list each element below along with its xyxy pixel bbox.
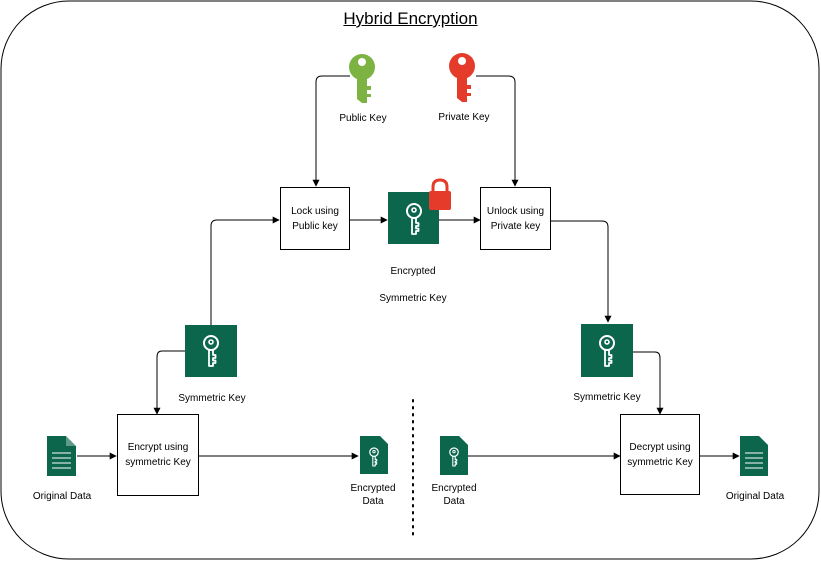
label-line: Data (443, 496, 465, 507)
box-line: Encrypt using (127, 442, 189, 453)
lock-icon (429, 178, 451, 210)
encrypted-document-icon-left (360, 436, 388, 474)
symmetric-key-icon-left (185, 325, 237, 377)
label-line: Encrypted (350, 483, 396, 494)
label-line: Encrypted (431, 483, 477, 494)
encrypted-data-label-left: Encrypted Data (338, 482, 408, 508)
label-line: Encrypted (390, 266, 436, 277)
decrypt-using-symmetric-key-box: Decrypt using symmetric Key (620, 414, 700, 495)
document-icon-original-right (740, 436, 768, 476)
symmetric-key-label-right: Symmetric Key (573, 392, 641, 403)
box-line: Public key (292, 220, 338, 232)
original-data-label-right: Original Data (725, 491, 785, 502)
box-line: symmetric Key (627, 456, 693, 468)
label-line: Symmetric Key (379, 293, 447, 304)
public-key-label: Public Key (339, 113, 387, 124)
diagram-title: Hybrid Encryption (343, 9, 478, 28)
box-line: Lock using (291, 205, 339, 217)
symmetric-key-label-left: Symmetric Key (178, 393, 246, 404)
public-key-icon (349, 54, 375, 103)
encrypted-symmetric-key-label: Encrypted Symmetric Key (363, 258, 463, 312)
encrypted-document-icon-right (440, 436, 468, 475)
box-line: Decrypt using (629, 441, 691, 453)
symmetric-key-icon-right (581, 324, 633, 377)
private-key-label: Private Key (438, 112, 490, 123)
private-key-icon (449, 53, 475, 102)
original-data-label-left: Original Data (32, 491, 92, 502)
box-line: symmetric Key (125, 457, 191, 468)
encrypted-data-label-right: Encrypted Data (419, 482, 489, 508)
box-line: Unlock using (486, 205, 545, 217)
connectors (77, 75, 740, 460)
label-line: Data (362, 496, 384, 507)
document-icon-original-left (47, 436, 76, 476)
encrypt-using-symmetric-key-box: Encrypt using symmetric Key (117, 414, 199, 496)
box-line: Private key (490, 220, 541, 232)
